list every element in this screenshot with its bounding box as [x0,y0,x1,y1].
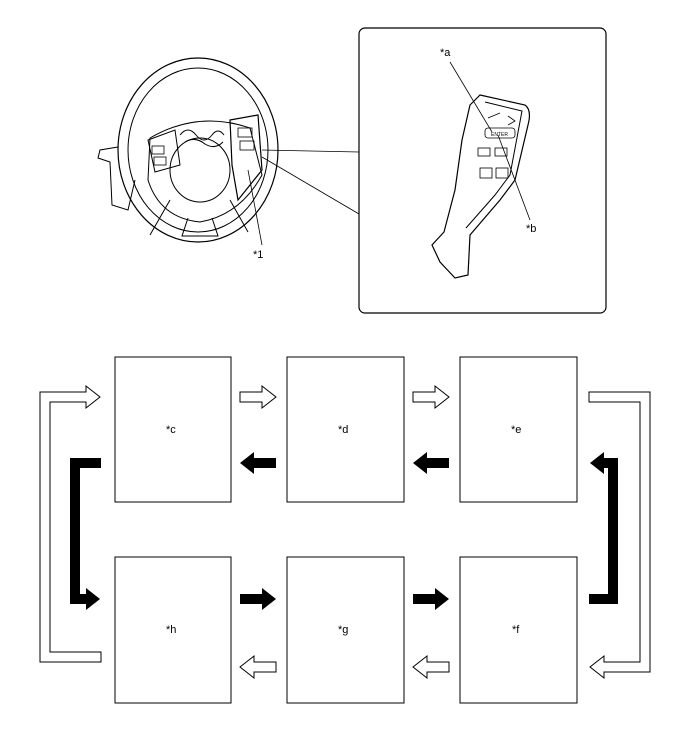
solid-arrow-g-to-f [413,588,449,610]
hollow-arrow-f-to-g [412,654,450,680]
screen-box-h [114,556,232,704]
callout-1-label: *1 [253,249,263,261]
box-f-label: *f [512,624,520,636]
enter-button-text: ENTER [491,132,508,138]
hollow-arrow-loop-e-to-f [588,391,651,680]
solid-bracket-right-bar [608,462,618,604]
box-h-label: *h [166,624,176,636]
solid-arrow-d-to-c [240,452,276,474]
detail-b-label: *b [526,223,536,235]
detail-a-label: *a [440,47,451,59]
switch-detail-panel [358,27,607,314]
steering-switch-detail-illustration: ENTER [431,61,531,279]
hollow-arrow-d-to-e [412,384,450,410]
solid-arrow-h-to-g [240,588,276,610]
hollow-arrow-g-to-h [239,654,277,680]
solid-arrow-e-to-d [413,452,449,474]
box-e-label: *e [511,424,521,436]
screen-box-e [459,356,578,503]
screen-box-f [459,556,578,704]
box-c-label: *c [166,424,176,436]
screen-box-g [286,556,405,704]
box-g-label: *g [338,624,348,636]
steering-wheel-illustration [97,57,360,246]
solid-arrow-bracket-c-to-h [70,458,101,610]
hollow-arrow-c-to-d [239,384,277,410]
box-d-label: *d [338,424,348,436]
screen-box-d [286,356,405,503]
hollow-arrow-loop-h-to-c [39,384,102,663]
screen-box-c [114,356,232,503]
